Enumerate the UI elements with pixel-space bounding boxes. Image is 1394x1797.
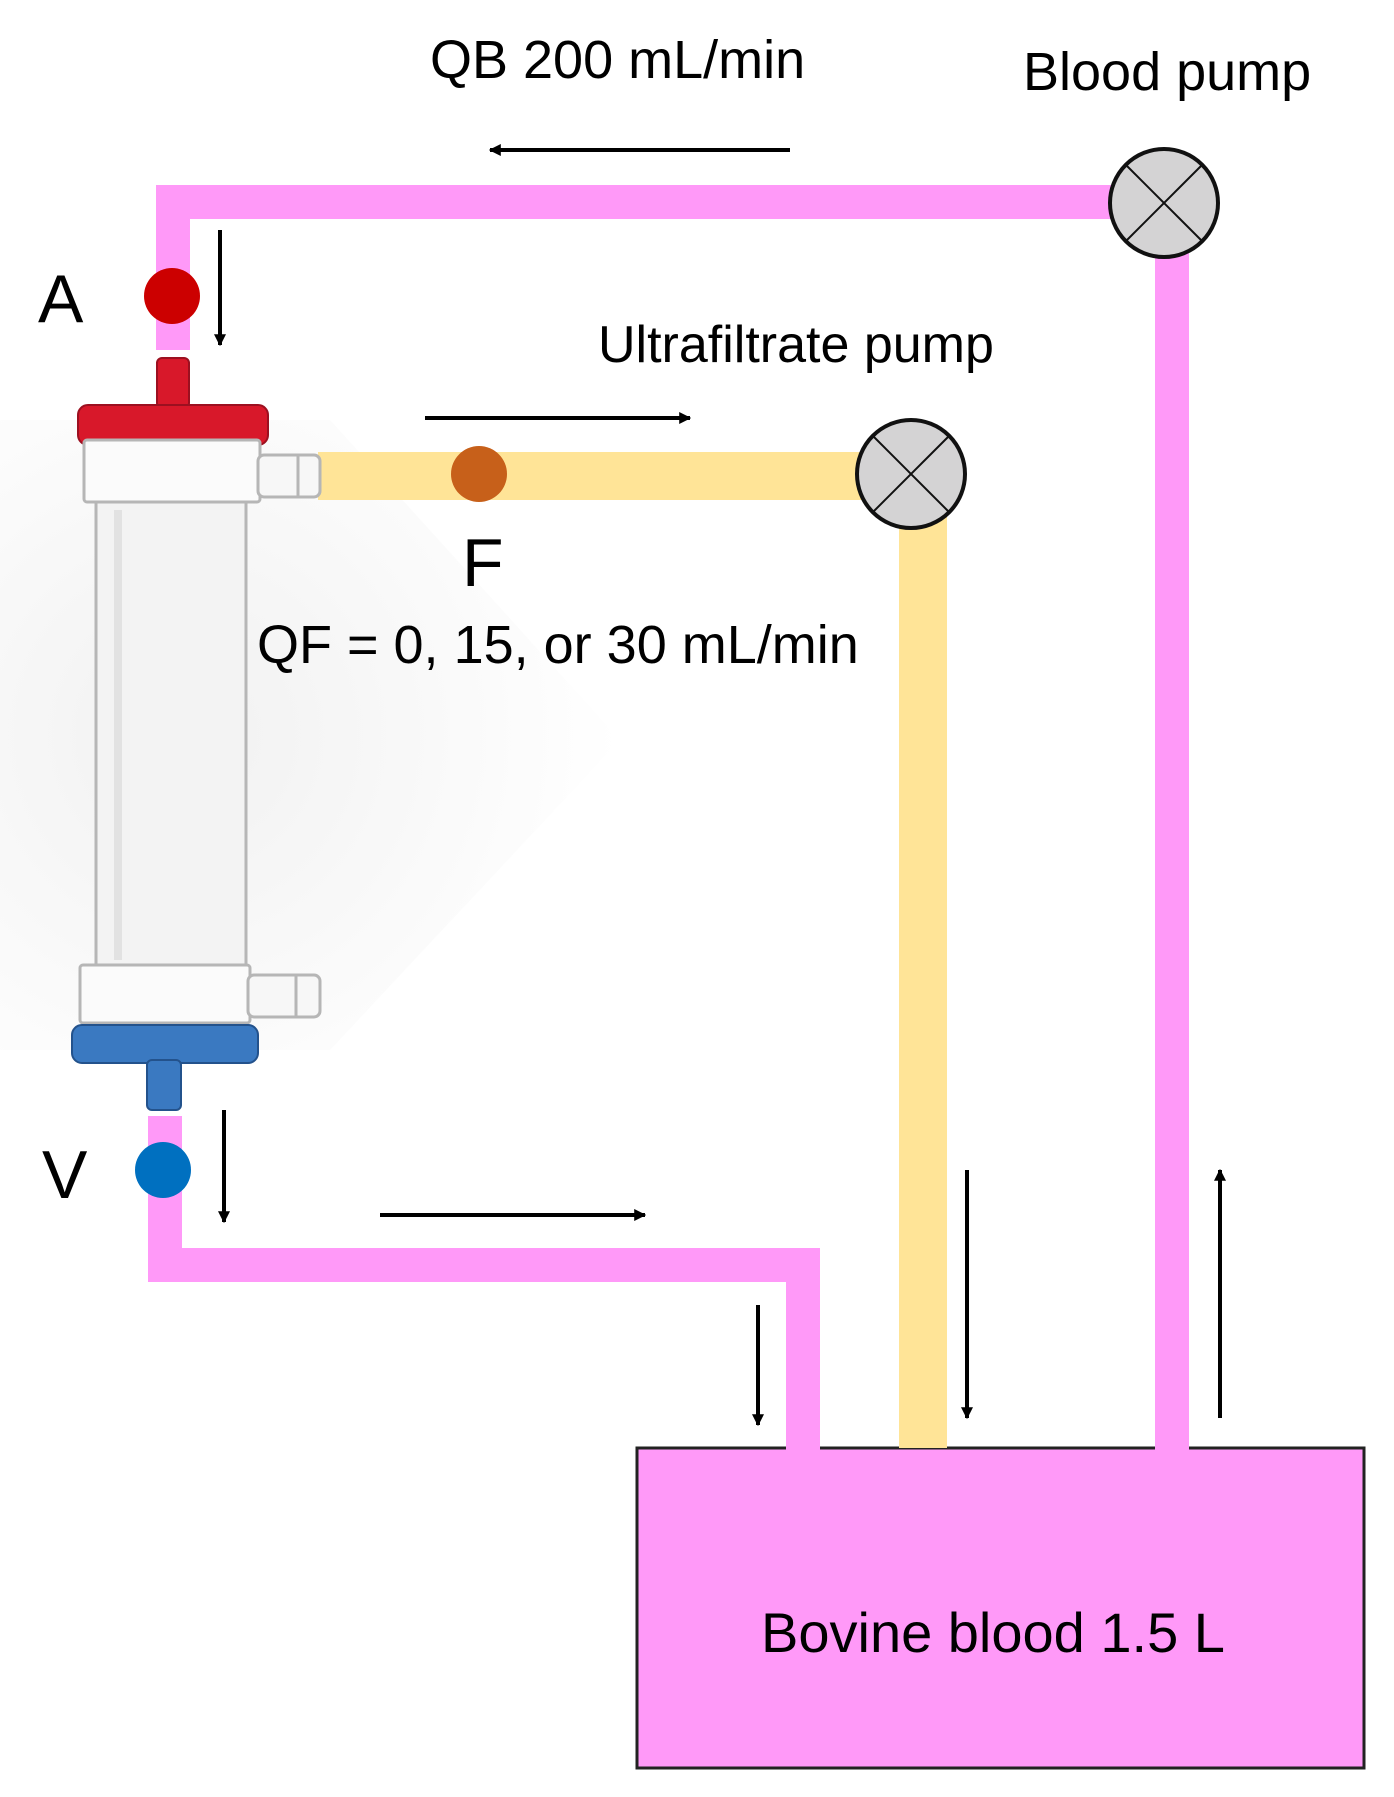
bottom-header bbox=[78, 963, 252, 1025]
ultrafiltrate-pump-cross-2 bbox=[872, 435, 950, 513]
reservoir-box bbox=[635, 1446, 1366, 1770]
blood-pump-icon bbox=[1108, 147, 1220, 259]
blue-cap bbox=[71, 1024, 259, 1064]
port-a-label: A bbox=[38, 261, 84, 337]
port-f-marker bbox=[451, 446, 507, 502]
port-a-marker bbox=[144, 268, 200, 324]
dialyzer-shadow bbox=[0, 420, 620, 1050]
port-f-label: F bbox=[462, 525, 504, 601]
ultrafiltrate-pump-icon bbox=[855, 418, 967, 530]
blood-pump-cross-2 bbox=[1125, 164, 1203, 242]
lower-side-port bbox=[246, 973, 322, 1019]
port-v-label: V bbox=[42, 1137, 88, 1213]
blood-line-venous-to-reservoir bbox=[148, 1116, 820, 1450]
bottom-connector bbox=[146, 1059, 182, 1111]
blood-flow-label: QB 200 mL/min bbox=[430, 30, 805, 90]
upper-side-port bbox=[256, 453, 322, 499]
reservoir-label: Bovine blood 1.5 L bbox=[761, 1601, 1225, 1664]
flow-arrows bbox=[214, 144, 1226, 1427]
top-connector bbox=[156, 357, 190, 409]
port-v-marker bbox=[135, 1142, 191, 1198]
filtrate-flow-label: QF = 0, 15, or 30 mL/min bbox=[257, 615, 859, 675]
ultrafiltrate-pump-label: Ultrafiltrate pump bbox=[598, 316, 994, 374]
hemofilter-icon bbox=[71, 357, 322, 1111]
top-header bbox=[82, 438, 262, 504]
blood-pump-label: Blood pump bbox=[1023, 42, 1311, 102]
